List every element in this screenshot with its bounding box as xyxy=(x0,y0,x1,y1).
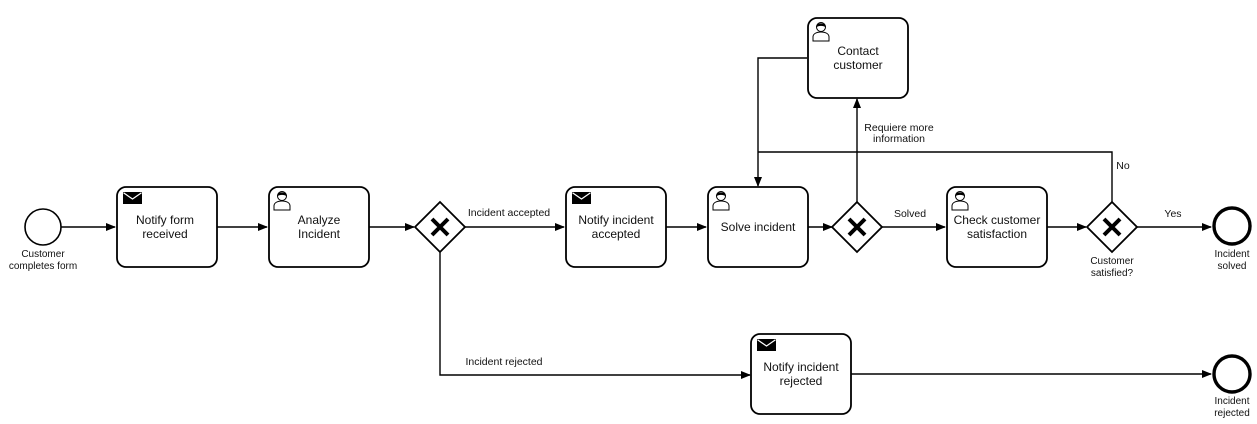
task-label-line1: Notify form xyxy=(136,213,194,227)
start-event[interactable] xyxy=(24,208,62,246)
user-icon xyxy=(273,191,291,211)
gateway-satisfied-label-line2: satisfied? xyxy=(1091,268,1134,279)
label-no: No xyxy=(1116,160,1130,172)
gateway-accept[interactable] xyxy=(413,200,467,254)
user-icon xyxy=(951,191,969,211)
gateway-satisfied[interactable] xyxy=(1085,200,1139,254)
gateway-satisfied-label-line1: Customer xyxy=(1090,256,1134,267)
label-solved: Solved xyxy=(894,208,926,220)
label-yes: Yes xyxy=(1164,208,1181,220)
end-solved-label-line2: solved xyxy=(1218,261,1247,272)
end-rejected-label-line2: rejected xyxy=(1214,408,1250,419)
task-label-line1: Contact xyxy=(837,44,879,58)
task-label-line1: Analyze xyxy=(298,213,341,227)
task-label-line2: customer xyxy=(833,58,882,72)
flow-contact-to-solve[interactable] xyxy=(754,57,807,187)
task-solve-incident[interactable]: Solve incident xyxy=(707,186,809,268)
end-event-solved[interactable] xyxy=(1212,206,1252,246)
task-contact-customer[interactable]: Contact customer xyxy=(807,17,909,99)
task-notify-incident-rejected[interactable]: Notify incident rejected xyxy=(750,333,852,415)
task-label-line2: received xyxy=(142,227,187,241)
task-label-line2: Incident xyxy=(298,227,341,241)
label-requiere-more-information-line2: information xyxy=(873,133,925,145)
label-incident-rejected: Incident rejected xyxy=(465,356,542,368)
task-notify-form-received[interactable]: Notify form received xyxy=(116,186,218,268)
end-event-rejected[interactable] xyxy=(1212,354,1252,394)
start-event-label-line2: completes form xyxy=(9,261,77,272)
task-label-line1: Notify incident xyxy=(578,213,654,227)
task-label-line1: Check customer xyxy=(954,213,1041,227)
task-check-customer-satisfaction[interactable]: Check customer satisfaction xyxy=(946,186,1048,268)
flow-no[interactable] xyxy=(758,151,1113,202)
label-incident-accepted: Incident accepted xyxy=(468,207,550,219)
task-label-line1: Notify incident xyxy=(763,360,839,374)
end-rejected-label-line1: Incident xyxy=(1214,396,1249,407)
gateway-solved[interactable] xyxy=(830,200,884,254)
exclusive-x-icon xyxy=(847,217,867,237)
task-label-line2: accepted xyxy=(592,227,641,241)
envelope-icon xyxy=(572,192,591,204)
task-label-line2: rejected xyxy=(780,374,823,388)
start-event-label-line1: Customer xyxy=(21,249,65,260)
exclusive-x-icon xyxy=(430,217,450,237)
flow-incident-rejected[interactable] xyxy=(439,252,751,379)
task-label-line1: Solve incident xyxy=(721,220,796,234)
end-solved-label-line1: Incident xyxy=(1214,249,1249,260)
envelope-icon xyxy=(757,339,776,351)
task-analyze-incident[interactable]: Analyze Incident xyxy=(268,186,370,268)
task-notify-incident-accepted[interactable]: Notify incident accepted xyxy=(565,186,667,268)
envelope-icon xyxy=(123,192,142,204)
user-icon xyxy=(812,22,830,42)
exclusive-x-icon xyxy=(1102,217,1122,237)
task-label-line2: satisfaction xyxy=(967,227,1027,241)
label-requiere-more-information-line1: Requiere more xyxy=(864,122,934,134)
user-icon xyxy=(712,191,730,211)
